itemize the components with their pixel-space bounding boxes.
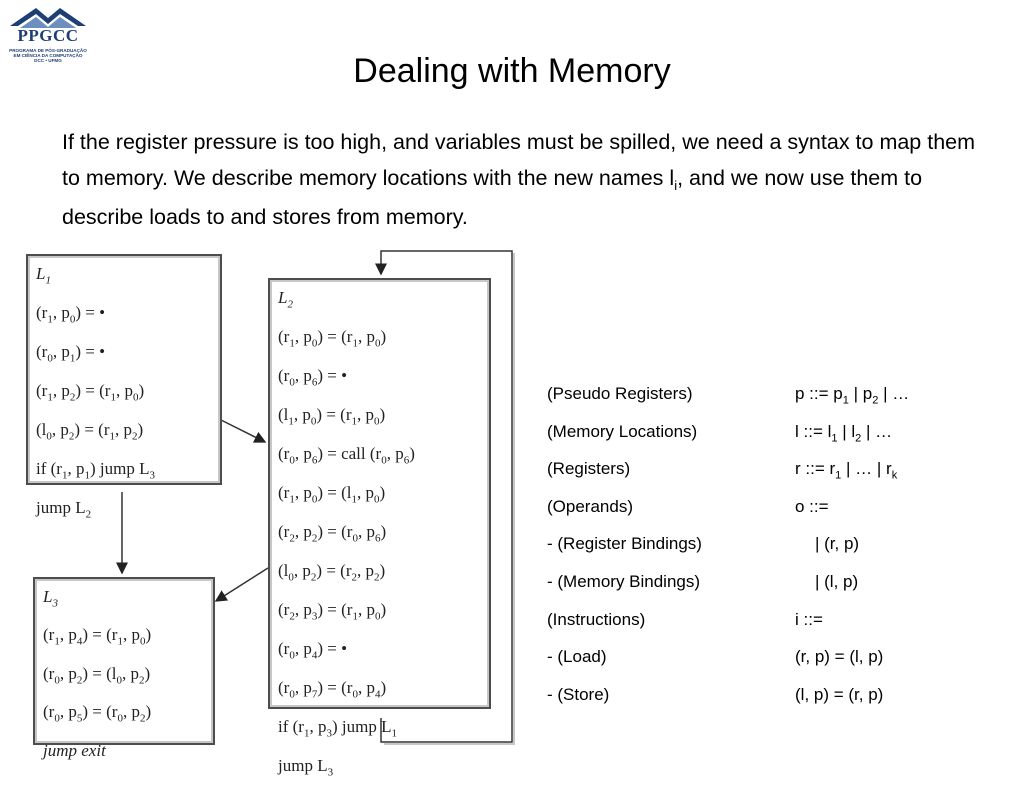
instruction-line: (r1, p4) = (r1, p0) — [43, 625, 152, 648]
logo-subtext-3: DCC • UFMG — [34, 58, 62, 63]
logo-subtext-2: EM CIÊNCIA DA COMPUTAÇÃO — [13, 53, 83, 58]
instruction-line: (l0, p2) = (r2, p2) — [278, 560, 386, 584]
cfg-block-l3: L3 (r1, p4) = (r1, p0) (r0, p2) = (l0, p2… — [33, 577, 215, 760]
edge-l2-back-to-l1 — [375, 250, 513, 743]
grammar-category: - (Store) — [547, 684, 610, 704]
instruction-line: (r0, p7) = (r0, p4) — [278, 677, 387, 701]
logo-text: PPGCC — [17, 26, 79, 45]
slide-title: Dealing with Memory — [353, 52, 671, 90]
grammar-rule: o ::= — [795, 496, 829, 516]
grammar-category: (Memory Locations) — [547, 421, 698, 441]
grammar-category: - (Memory Bindings) — [547, 572, 701, 591]
instruction-line: jump L2 — [36, 497, 92, 521]
grammar-category: (Pseudo Registers) — [547, 384, 693, 403]
grammar-category: (Operands) — [547, 496, 633, 516]
grammar-category: - (Register Bindings) — [547, 534, 702, 554]
intro-text-before: If the register pressure is too high, an… — [62, 130, 976, 190]
edge-l2-to-l3 — [214, 567, 269, 602]
instruction-line: jump exit — [43, 740, 106, 760]
intro-text-after: , and we now use them to describe loads … — [62, 166, 923, 229]
grammar-rule: l ::= l1 | l2 | … — [795, 421, 893, 444]
roof-logo-icon — [10, 8, 86, 28]
instruction-line: (r2, p3) = (r1, p0) — [278, 599, 387, 623]
instruction-line: (r1, p0) = (r1, p0) — [278, 326, 387, 350]
instruction-line: (r1, p2) = (r1, p0) — [36, 380, 145, 404]
block-label: L1 — [36, 264, 51, 287]
cfg-block-l2: L2 (r1, p0) = (r1, p0) (r0, p6) = • (l1, p… — [268, 278, 491, 778]
grammar-rule: (r, p) = (l, p) — [795, 647, 884, 667]
instruction-line: jump L3 — [278, 755, 334, 779]
grammar-rule: p ::= p1 | p2 | … — [795, 384, 910, 407]
instruction-line: (r0, p2) = (l0, p2) — [43, 663, 151, 687]
grammar-rule: i ::= — [795, 609, 823, 629]
block-label: L3 — [43, 587, 58, 610]
instruction-line: (l0, p2) = (r1, p2) — [36, 419, 144, 443]
grammar-rule: (l, p) = (r, p) — [795, 684, 884, 704]
cfg-edges — [116, 250, 515, 745]
instruction-line: if (r1, p1) jump L3 — [36, 458, 155, 482]
instruction-line: (l1, p0) = (r1, p0) — [278, 404, 386, 428]
grammar-rule: r ::= r1 | … | rk — [795, 459, 898, 482]
grammar-category: (Instructions) — [547, 609, 646, 629]
edge-l1-to-l2 — [220, 419, 267, 443]
instruction-line: if (r1, p3) jump L1 — [278, 716, 397, 740]
block-label: L2 — [278, 288, 293, 311]
instruction-line: (r0, p1) = • — [36, 341, 106, 365]
grammar-rule: | (l, p) — [815, 572, 859, 591]
intro-paragraph: If the register pressure is too high, an… — [62, 124, 982, 235]
instruction-line: (r1, p0) = (l1, p0) — [278, 482, 386, 506]
logo-subtext-1: PROGRAMA DE PÓS-GRADUAÇÃO — [9, 48, 87, 53]
instruction-line: (r2, p2) = (r0, p6) — [278, 521, 387, 545]
instruction-line: (r0, p4) = • — [278, 638, 348, 662]
ppgcc-logo: PPGCC PROGRAMA DE PÓS-GRADUAÇÃO EM CIÊNC… — [6, 4, 90, 64]
intro-subscript: i — [674, 178, 678, 193]
instruction-line: (r0, p6) = • — [278, 365, 348, 389]
instruction-line: (r0, p6) = call (r0, p6) — [278, 443, 415, 467]
instruction-line: (r1, p0) = • — [36, 302, 106, 326]
cfg-block-l1: L1 (r1, p0) = • (r0, p1) = • (r1, p2) = (r… — [26, 254, 222, 520]
grammar-category: - (Load) — [547, 647, 607, 667]
grammar-category: (Registers) — [547, 459, 631, 479]
grammar-rule: | (r, p) — [815, 534, 860, 554]
instruction-line: (r0, p5) = (r0, p2) — [43, 702, 152, 725]
